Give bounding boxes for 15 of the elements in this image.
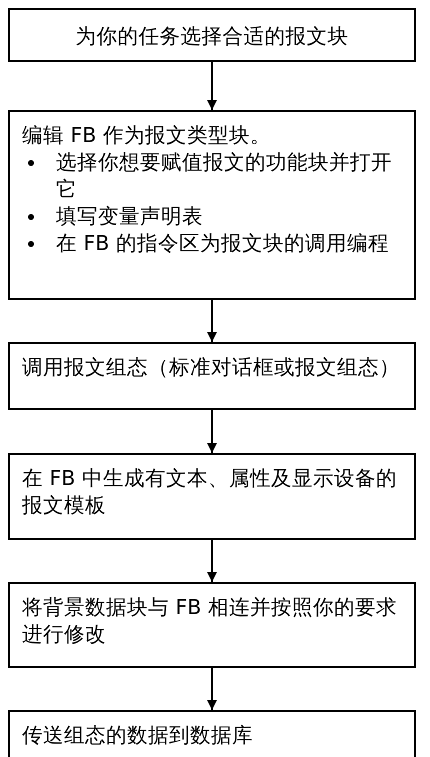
process-box: 为你的任务选择合适的报文块 [8, 8, 416, 62]
arrow [207, 668, 217, 710]
process-box: 传送组态的数据到数据库 [8, 710, 416, 757]
bullet-item: 填写变量声明表 [22, 203, 402, 230]
process-box: 在 FB 中生成有文本、属性及显示设备的报文模板 [8, 453, 416, 540]
arrow [207, 62, 217, 110]
process-box: 将背景数据块与 FB 相连并按照你的要求进行修改 [8, 582, 416, 668]
process-box [8, 110, 416, 300]
step-heading: 编辑 FB 作为报文类型块。 [22, 122, 272, 149]
arrow [207, 300, 217, 342]
arrow [207, 410, 217, 453]
arrow [207, 540, 217, 582]
bullet-item: 在 FB 的指令区为报文块的调用编程 [22, 230, 402, 257]
process-box: 调用报文组态（标准对话框或报文组态） [8, 342, 416, 410]
bullet-item: 选择你想要赋值报文的功能块并打开它 [22, 149, 402, 203]
